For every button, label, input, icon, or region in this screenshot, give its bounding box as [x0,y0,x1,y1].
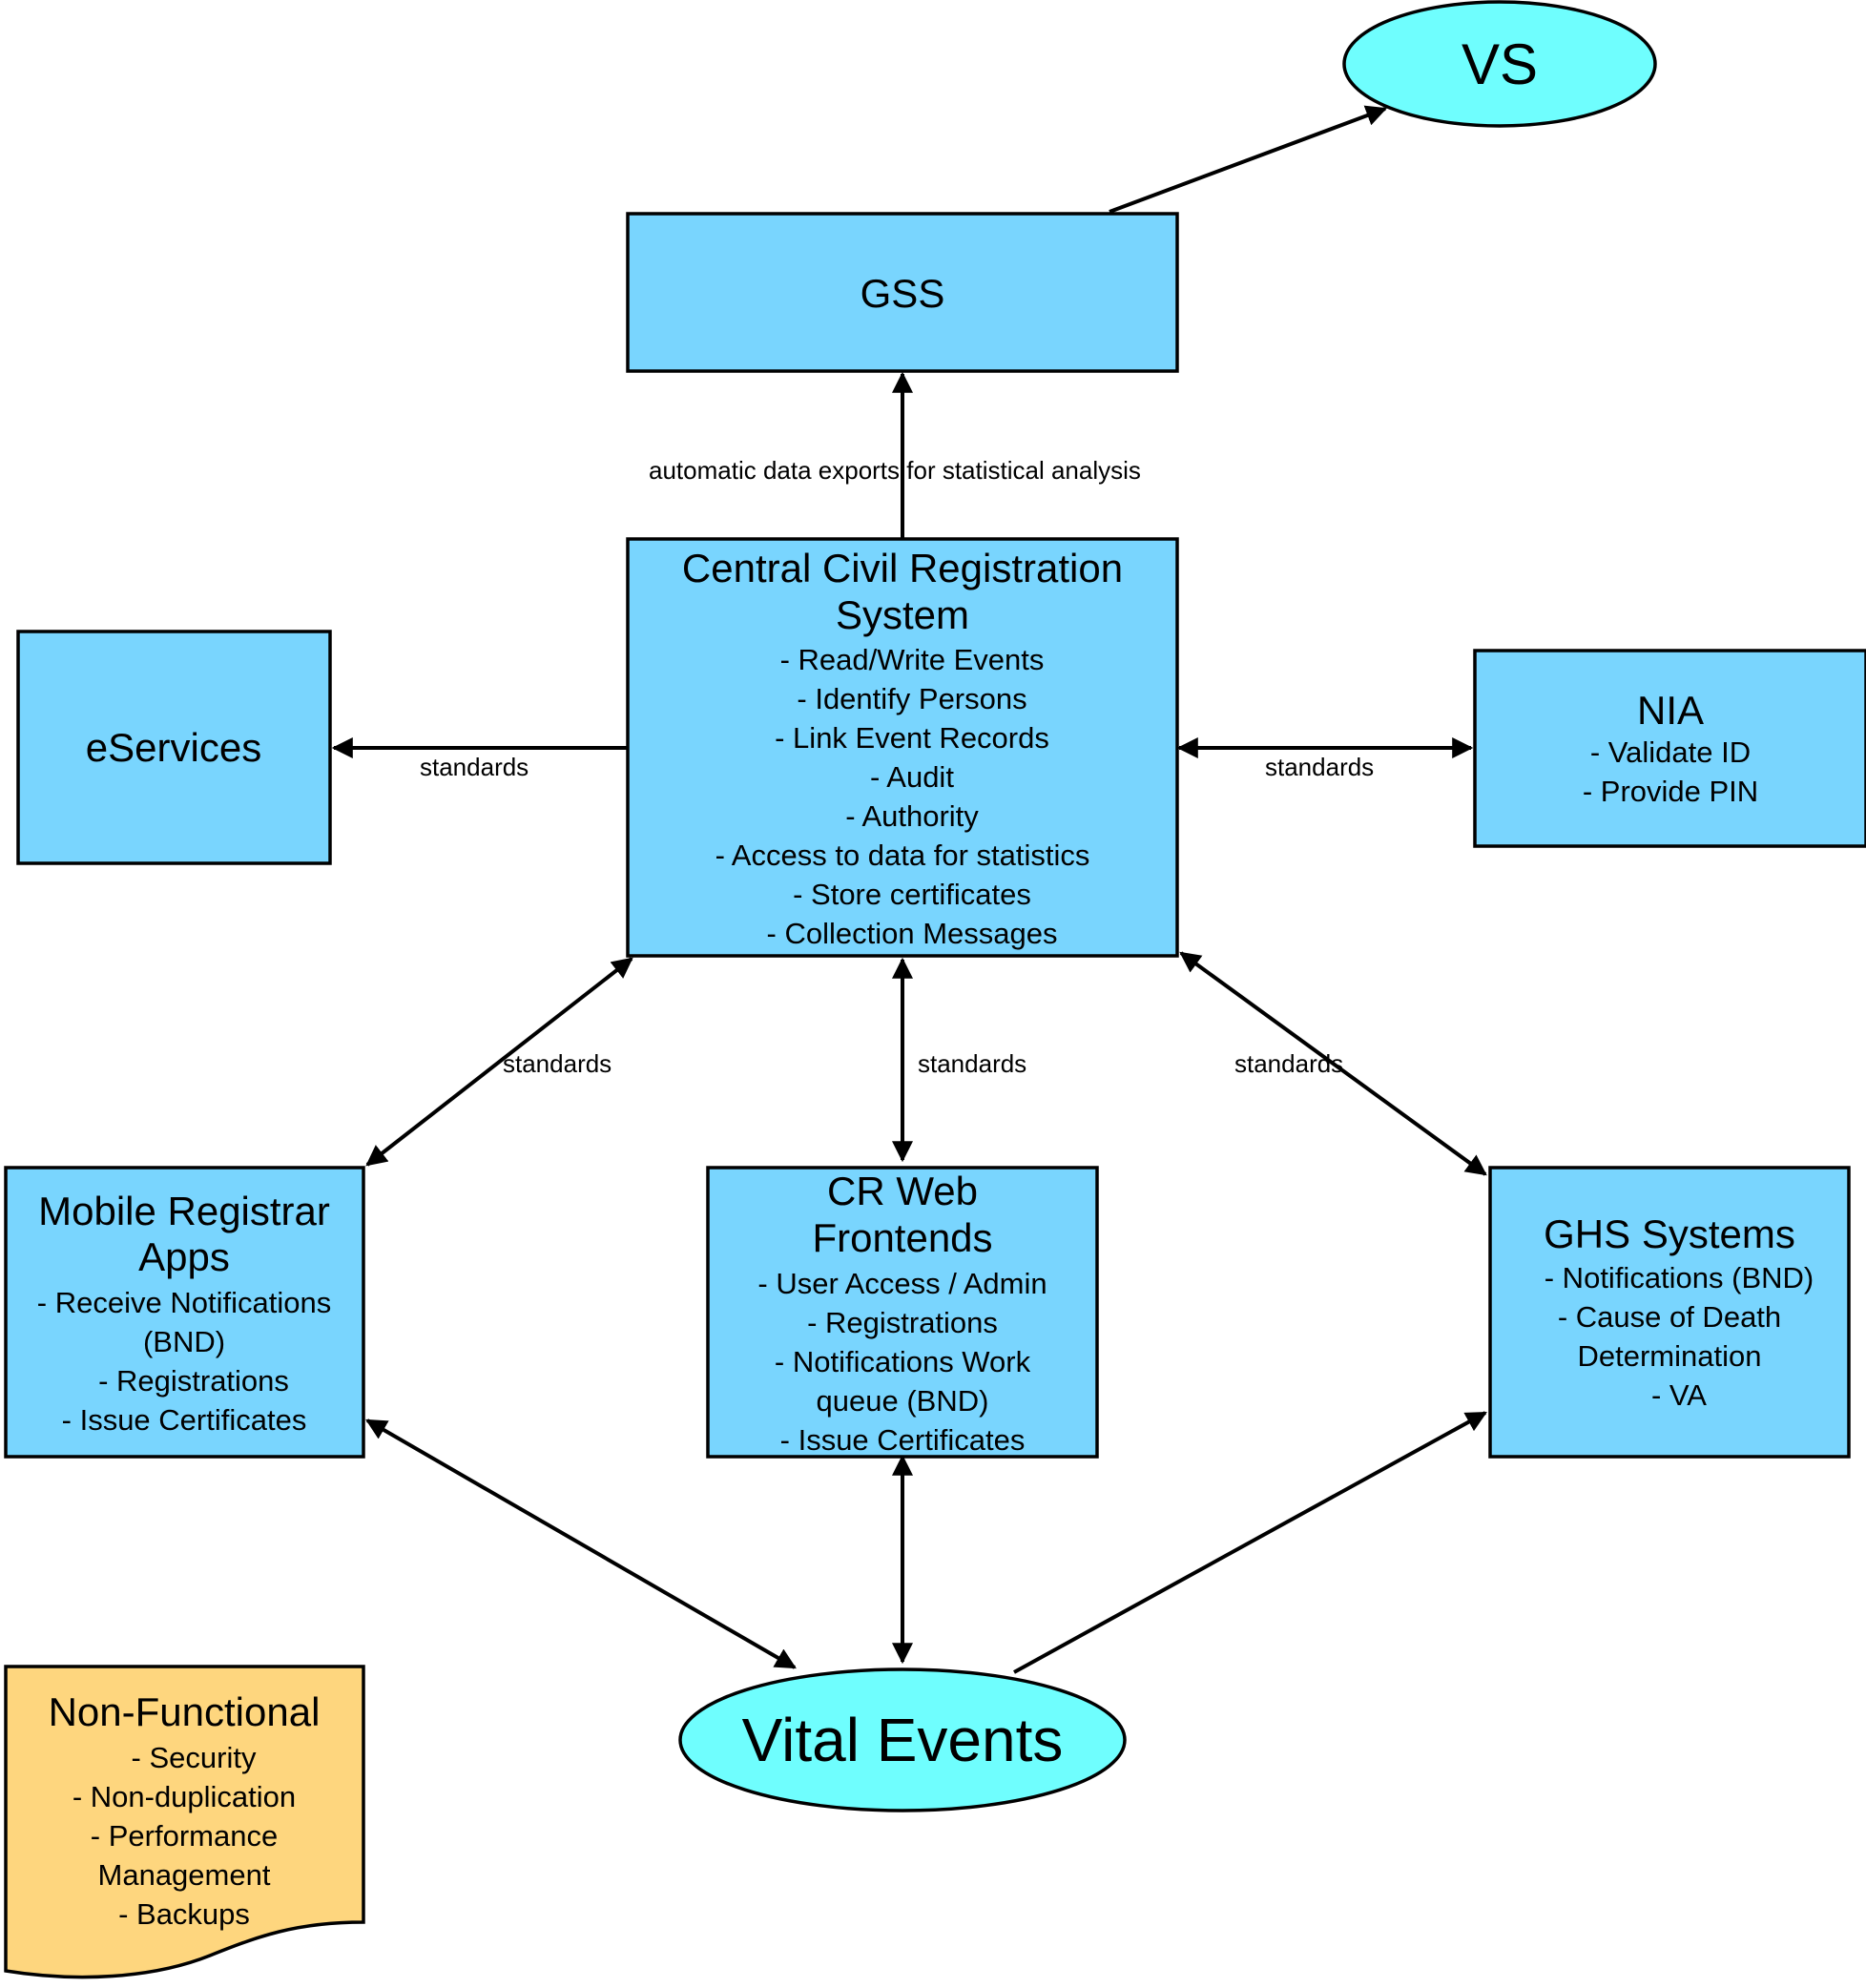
node-crweb: CR Web Frontends - User Access / Admin -… [706,1166,1099,1459]
node-ccrs-item: - Audit [870,760,954,794]
node-nia-item: - Provide PIN [1583,775,1758,808]
edge-mobile-vital [365,1419,797,1669]
node-ghs: GHS Systems - Notifications (BND) - Caus… [1488,1166,1851,1459]
edge-vital-to-ghs [1013,1411,1487,1674]
node-ccrs-title-line: System [836,592,969,637]
edge-gss-to-vs [1109,105,1388,214]
node-eservices-title: eServices [86,725,261,770]
node-nonfunctional-item: - Non-duplication [73,1780,296,1813]
node-ccrs-item: - Store certificates [793,878,1031,911]
node-nia-title: NIA [1637,688,1704,733]
node-vital-title: Vital Events [742,1706,1064,1774]
edge-label-mobile: standards [503,1049,612,1078]
node-ccrs: Central Civil Registration System - Read… [626,537,1179,958]
node-ccrs-item: - Link Event Records [775,721,1049,755]
node-nonfunctional: Non-Functional - Security - Non-duplicat… [4,1665,365,1979]
node-mobile-item: - Receive Notifications [37,1286,331,1319]
node-mobile-item: - Issue Certificates [62,1403,307,1437]
node-crweb-title-line: CR Web [827,1169,978,1213]
edge-label-eservices: standards [420,753,529,781]
node-ghs-item: Determination [1578,1339,1762,1373]
node-crweb-item: - Registrations [807,1306,998,1339]
edge-ccrs-ghs [1179,951,1487,1176]
node-mobile-title-line: Apps [138,1234,230,1279]
node-crweb-item: - Notifications Work [775,1345,1031,1378]
node-nonfunctional-item: - Performance [91,1819,278,1853]
node-mobile-title-line: Mobile Registrar [38,1189,330,1233]
node-ccrs-title-line: Central Civil Registration [682,546,1123,590]
node-gss: GSS [626,212,1179,373]
node-nia-item: - Validate ID [1590,735,1751,769]
node-crweb-title-line: Frontends [812,1215,992,1260]
node-crweb-item: - User Access / Admin [757,1267,1047,1300]
edge-label-ghs: standards [1234,1049,1343,1078]
node-mobile-item: (BND) [143,1325,225,1358]
node-ccrs-item: - Collection Messages [767,917,1058,950]
node-ghs-item: - VA [1651,1378,1707,1412]
node-ghs-title: GHS Systems [1544,1211,1795,1256]
node-nia: NIA - Validate ID - Provide PIN [1473,649,1866,848]
node-mobile: Mobile Registrar Apps - Receive Notifica… [4,1166,365,1459]
node-crweb-item: queue (BND) [817,1384,989,1418]
node-vs-title: VS [1462,32,1538,96]
node-vital: Vital Events [678,1667,1127,1812]
node-nonfunctional-title: Non-Functional [49,1689,321,1734]
edge-labels: automatic data exports for statistical a… [420,456,1374,1078]
node-crweb-item: - Issue Certificates [780,1423,1026,1457]
node-ccrs-item: - Access to data for statistics [715,839,1090,872]
edge-label-nia: standards [1265,753,1374,781]
node-nonfunctional-item: - Security [132,1741,257,1774]
node-vs: VS [1342,0,1657,128]
edge-label-export: automatic data exports for statistical a… [649,456,1141,485]
node-gss-title: GSS [860,271,945,316]
node-eservices: eServices [16,630,332,865]
edges [331,105,1487,1674]
edge-label-crweb: standards [918,1049,1026,1078]
node-ccrs-item: - Identify Persons [797,682,1026,715]
edge-ccrs-mobile [365,957,633,1167]
node-ccrs-item: - Read/Write Events [780,643,1045,676]
node-ccrs-item: - Authority [845,799,979,833]
node-ghs-item: - Cause of Death [1558,1300,1781,1334]
node-nonfunctional-item: - Backups [118,1897,250,1931]
node-ghs-item: - Notifications (BND) [1545,1261,1814,1294]
node-mobile-item: - Registrations [98,1364,289,1398]
node-nonfunctional-item: Management [98,1858,271,1892]
